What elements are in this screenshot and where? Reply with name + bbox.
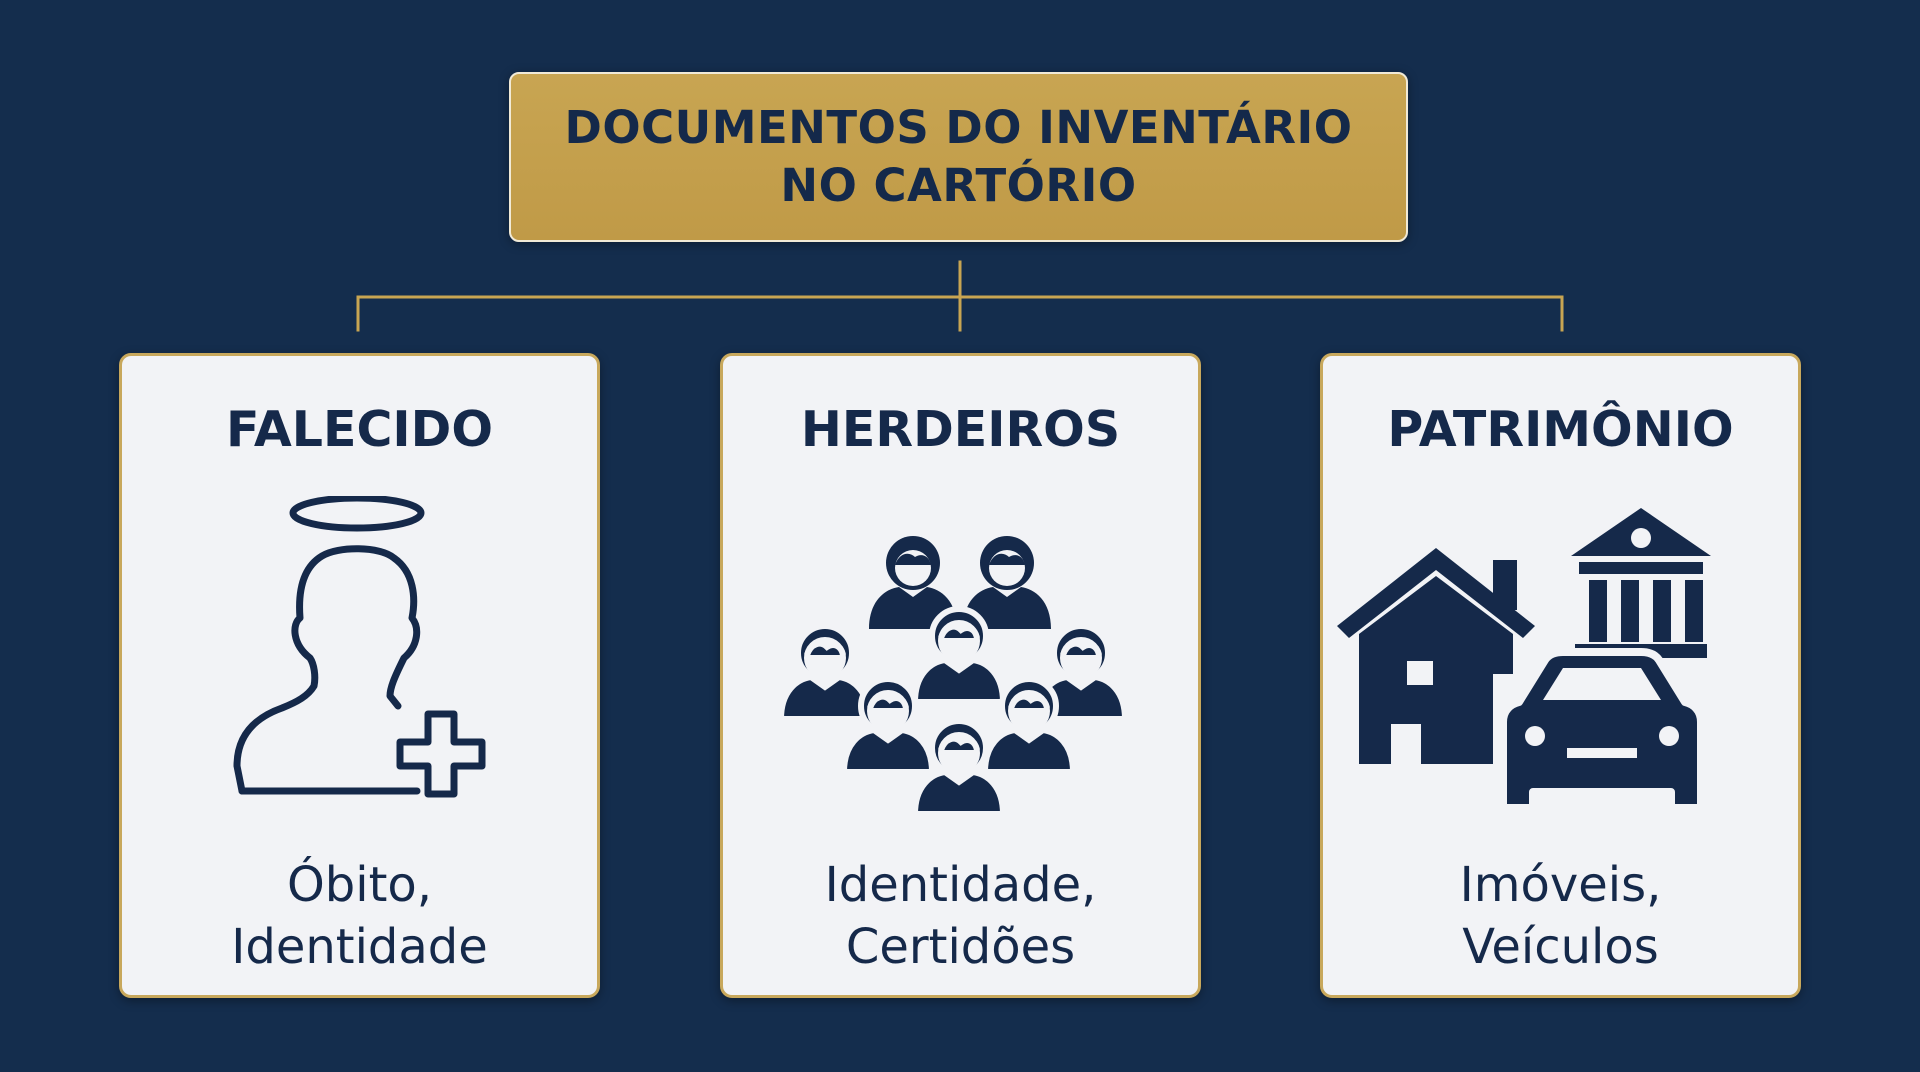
card-heading: HERDEIROS <box>800 401 1121 458</box>
card-heading: PATRIMÔNIO <box>1387 401 1734 458</box>
people-middle-row <box>781 609 1125 719</box>
root-title-line-2: NO CARTÓRIO <box>780 159 1137 212</box>
card-description-line-2: Veículos <box>1462 919 1659 975</box>
root-node: DOCUMENTOS DO INVENTÁRIO NO CARTÓRIO <box>509 72 1408 242</box>
card-description-line-2: Identidade <box>231 919 488 975</box>
group-of-people-icon <box>723 536 1198 836</box>
card-patrimonio: PATRIMÔNIO Imóve <box>1320 353 1801 998</box>
card-description-line-1: Óbito, <box>286 857 433 913</box>
card-herdeiros: HERDEIROS Identidade, Certi <box>720 353 1201 998</box>
root-title-line-1: DOCUMENTOS DO INVENTÁRIO <box>564 101 1353 154</box>
house-bank-car-icon <box>1337 508 1711 812</box>
card-heading: FALECIDO <box>226 401 493 458</box>
card-description-line-1: Identidade, <box>824 857 1097 913</box>
card-description: Óbito, Identidade <box>122 854 597 978</box>
card-falecido: FALECIDO Óbito, Identidade <box>119 353 600 998</box>
card-description: Imóveis, Veículos <box>1323 854 1798 978</box>
deceased-person-halo-cross-icon <box>233 496 486 798</box>
card-description-line-1: Imóveis, <box>1459 857 1662 913</box>
house-icon <box>1337 548 1535 764</box>
card-description-line-2: Certidões <box>845 919 1076 975</box>
car-icon <box>1499 648 1705 812</box>
card-description: Identidade, Certidões <box>723 854 1198 978</box>
bank-icon <box>1571 508 1711 658</box>
